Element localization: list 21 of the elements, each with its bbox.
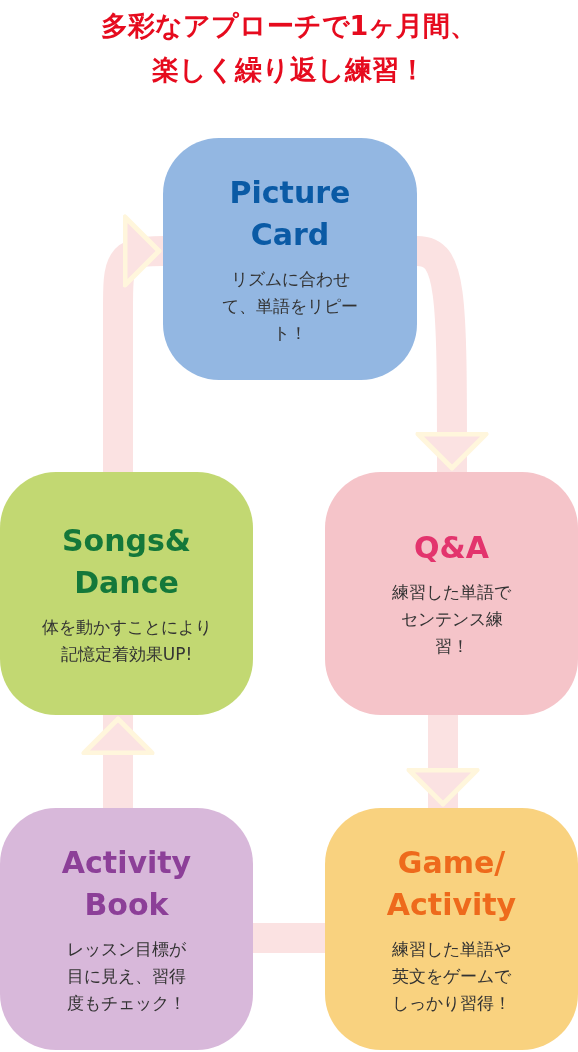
arrow bbox=[103, 215, 164, 472]
arrow bbox=[415, 236, 489, 472]
arrow bbox=[81, 715, 155, 808]
box-heading: Picture Card bbox=[228, 173, 352, 254]
process-box bbox=[325, 472, 578, 715]
box-heading: Activity Book bbox=[60, 843, 193, 924]
process-box bbox=[325, 808, 578, 1050]
title: 多彩なアプローチで1ヶ月間、楽しく繰り返し練習！ bbox=[100, 9, 478, 87]
process-box bbox=[163, 138, 417, 380]
process-box bbox=[0, 808, 253, 1050]
box-text: 練習した単語や英文をゲームでしっかり習得！ bbox=[391, 937, 512, 1015]
arrow bbox=[406, 715, 480, 808]
box-heading: Q&A bbox=[413, 529, 490, 567]
box-text: 体を動かすことにより記憶定着効果UP! bbox=[40, 615, 213, 666]
connector bbox=[253, 923, 325, 953]
process-box bbox=[0, 472, 253, 715]
box-heading: Game/ Activity bbox=[385, 843, 518, 924]
box-text: 練習した単語でセンテンス練習！ bbox=[391, 581, 512, 658]
box-text: リズムに合わせて、単語をリピート！ bbox=[221, 267, 359, 345]
box-text: レッスン目標が目に見え、習得度もチェック！ bbox=[66, 937, 187, 1015]
box-heading: Songs& Dance bbox=[60, 521, 193, 602]
